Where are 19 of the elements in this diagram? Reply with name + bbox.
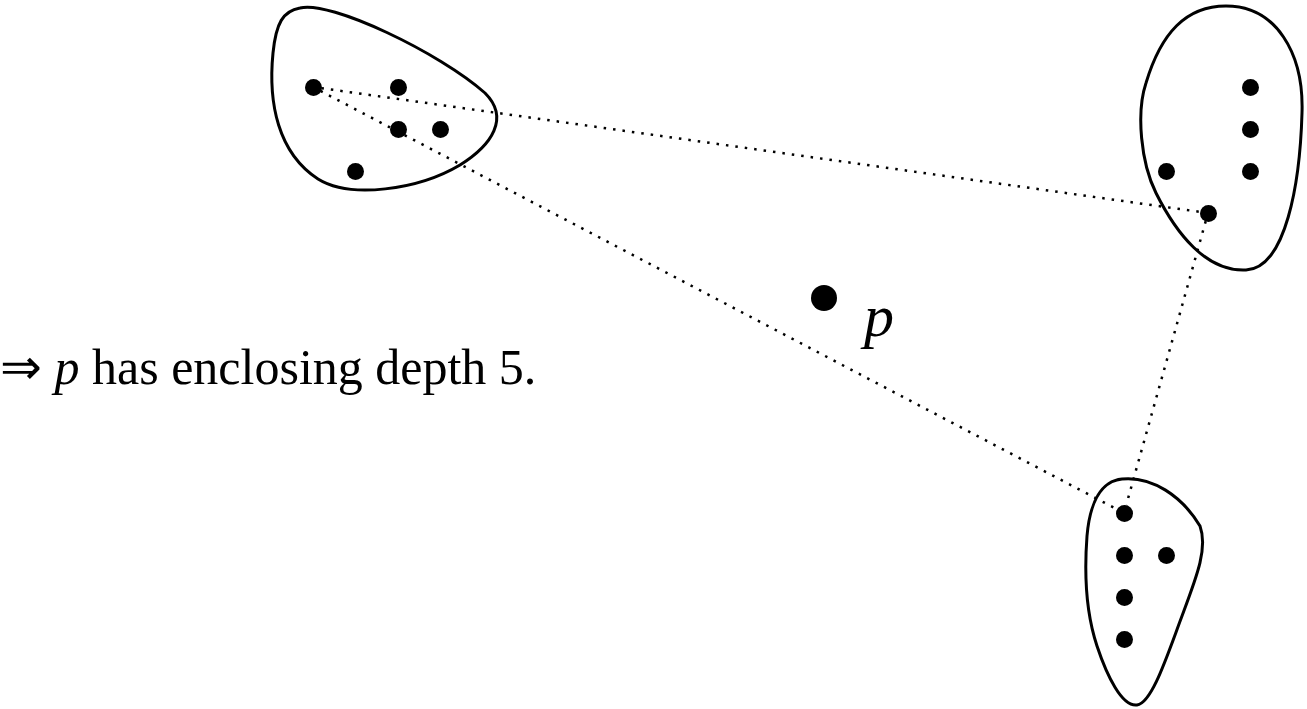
point-dot [346,162,364,180]
point-dot [1115,546,1133,564]
point-dot [1241,78,1259,96]
point-dot [1115,588,1133,606]
dotted-line [321,86,1200,214]
point-set-blob [1136,3,1307,274]
point-dot [1157,162,1175,180]
point-dot [1115,504,1133,522]
point-dot [811,285,837,311]
point-dot [431,120,449,138]
point-dot [304,78,322,96]
point-dot [389,78,407,96]
point-dot [1115,630,1133,648]
point-dot [389,120,407,138]
point-dot [1157,546,1175,564]
point-dot [1199,204,1217,222]
conclusion-text: ⇒ p has enclosing depth 5. [0,340,537,395]
point-dot [1241,120,1259,138]
point-dot [1241,162,1259,180]
